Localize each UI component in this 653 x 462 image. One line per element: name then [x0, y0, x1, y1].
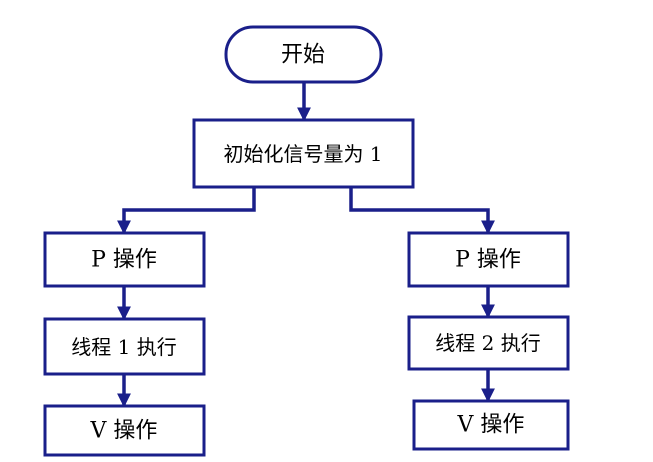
thread1-node: 线程 1 执行	[43, 317, 206, 376]
thread1-label: 线程 1 执行	[71, 335, 176, 359]
p-operation-right-label: P 操作	[455, 248, 521, 273]
p-operation-right-node: P 操作	[407, 231, 570, 288]
p-operation-left-node: P 操作	[43, 231, 206, 288]
start-node: 开始	[224, 25, 383, 84]
edge-init-to-p-right	[349, 187, 495, 235]
v-operation-left-label: V 操作	[90, 419, 158, 444]
v-operation-left-node: V 操作	[43, 404, 206, 457]
thread2-label: 线程 2 执行	[435, 331, 540, 355]
v-operation-right-node: V 操作	[412, 399, 570, 451]
init-label: 初始化信号量为 1	[223, 142, 382, 166]
edge-init-to-p-left	[117, 187, 256, 235]
p-operation-left-label: P 操作	[91, 248, 157, 273]
start-label: 开始	[281, 43, 325, 68]
init-node: 初始化信号量为 1	[192, 118, 415, 189]
v-operation-right-label: V 操作	[457, 413, 525, 438]
thread2-node: 线程 2 执行	[407, 315, 570, 371]
